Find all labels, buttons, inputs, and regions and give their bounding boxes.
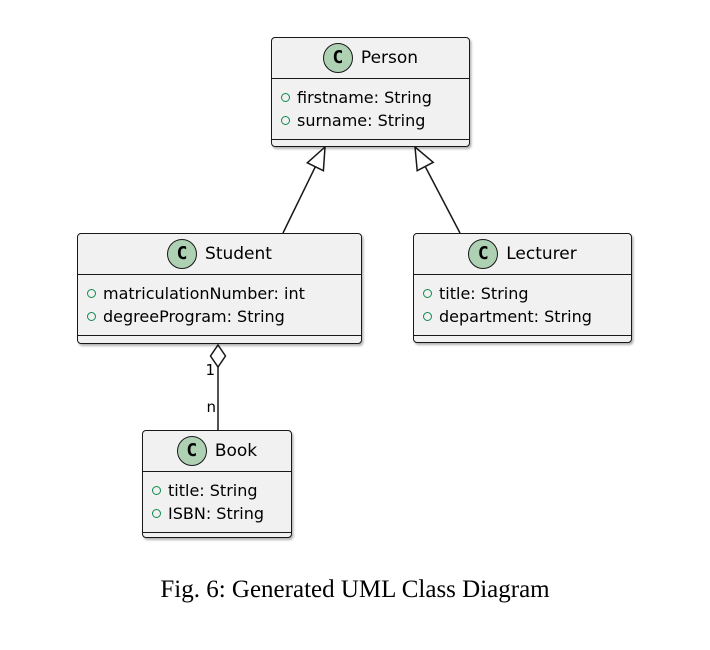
- attribute-text: firstname: String: [297, 88, 432, 107]
- inheritance-edge-lecturer-person: [414, 145, 461, 234]
- class-name: Student: [205, 244, 272, 264]
- attributes-compartment: title: String department: String: [414, 274, 631, 335]
- class-stereotype-icon: C: [167, 239, 198, 269]
- methods-compartment-empty: [143, 532, 291, 537]
- class-stereotype-icon: C: [322, 43, 353, 73]
- field-visibility-icon: [152, 486, 161, 495]
- class-box-book: C Book title: String ISBN: String: [142, 430, 292, 538]
- attribute-text: title: String: [168, 481, 258, 500]
- multiplicity-label-near: 1: [205, 361, 215, 379]
- class-name: Lecturer: [506, 244, 577, 264]
- class-name: Person: [360, 48, 419, 68]
- attribute-row: degreeProgram: String: [87, 305, 353, 328]
- field-visibility-icon: [423, 289, 432, 298]
- aggregation-edge-student-book: 1 n: [205, 343, 227, 430]
- class-name: Book: [214, 441, 258, 461]
- field-visibility-icon: [423, 312, 432, 321]
- attribute-text: ISBN: String: [168, 504, 265, 523]
- attribute-row: surname: String: [281, 109, 461, 132]
- class-box-lecturer: C Lecturer title: String department: Str…: [413, 233, 632, 343]
- figure-caption: Fig. 6: Generated UML Class Diagram: [160, 576, 550, 603]
- methods-compartment-empty: [272, 139, 469, 146]
- class-stereotype-icon: C: [176, 436, 207, 466]
- class-box-student: C Student matriculationNumber: int degre…: [77, 233, 362, 344]
- attribute-row: title: String: [152, 479, 283, 502]
- hollow-triangle-arrowhead: [414, 145, 435, 172]
- inheritance-edge-student-person: [282, 145, 326, 234]
- methods-compartment-empty: [414, 335, 631, 342]
- multiplicity-label-far: n: [206, 398, 216, 416]
- hollow-triangle-arrowhead: [305, 145, 326, 172]
- attribute-text: surname: String: [297, 111, 426, 130]
- attributes-compartment: firstname: String surname: String: [272, 78, 469, 139]
- attribute-row: matriculationNumber: int: [87, 282, 353, 305]
- field-visibility-icon: [281, 116, 290, 125]
- hollow-diamond: [209, 343, 227, 369]
- class-stereotype-icon: C: [468, 239, 499, 269]
- attributes-compartment: matriculationNumber: int degreeProgram: …: [78, 274, 361, 335]
- attribute-text: degreeProgram: String: [103, 307, 285, 326]
- attribute-row: firstname: String: [281, 86, 461, 109]
- attribute-row: title: String: [423, 282, 623, 305]
- class-header: C Book: [143, 431, 291, 471]
- class-header: C Person: [272, 38, 469, 78]
- class-header: C Lecturer: [414, 234, 631, 274]
- class-header: C Student: [78, 234, 361, 274]
- attribute-text: matriculationNumber: int: [103, 284, 305, 303]
- field-visibility-icon: [281, 93, 290, 102]
- attribute-text: title: String: [439, 284, 529, 303]
- attributes-compartment: title: String ISBN: String: [143, 471, 291, 532]
- field-visibility-icon: [87, 312, 96, 321]
- attribute-row: department: String: [423, 305, 623, 328]
- class-box-person: C Person firstname: String surname: Stri…: [271, 37, 470, 147]
- methods-compartment-empty: [78, 335, 361, 343]
- attribute-text: department: String: [439, 307, 592, 326]
- attribute-row: ISBN: String: [152, 502, 283, 525]
- field-visibility-icon: [152, 509, 161, 518]
- field-visibility-icon: [87, 289, 96, 298]
